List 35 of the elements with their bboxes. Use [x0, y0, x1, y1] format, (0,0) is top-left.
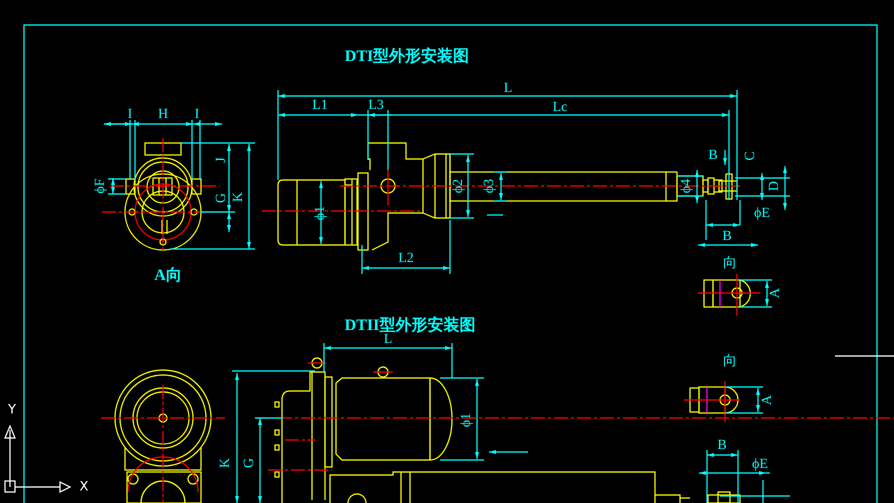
axis-label: Y [8, 404, 16, 416]
dimension-label: L3 [368, 99, 384, 113]
dimension-label: J [215, 157, 229, 163]
drawing-title: DTII型外形安装图 [344, 318, 476, 334]
dimension-label: K [232, 192, 246, 202]
dimension-label: ϕ1 [460, 412, 474, 428]
dimension-label: B [708, 149, 718, 163]
dimension-label: ϕE [752, 458, 768, 472]
dimension-label: I [128, 108, 132, 122]
dimension-label: ϕ4 [680, 178, 694, 194]
dimension-label: L2 [398, 252, 414, 266]
view-label: 向 [723, 257, 737, 271]
dimension-label: L [504, 82, 512, 96]
dimension-label: L [384, 333, 392, 347]
dimension-label: L1 [312, 99, 328, 113]
dimension-label: ϕ2 [452, 178, 466, 194]
dimension-label: ϕE [754, 207, 770, 221]
dimension-label: B [722, 230, 732, 244]
drawing-title: DTI型外形安装图 [344, 49, 470, 65]
axis-label: X [80, 480, 88, 494]
dimension-label: C [744, 151, 758, 161]
dimension-label: D [768, 180, 782, 192]
dimension-label: Lc [552, 101, 568, 115]
view-label: A向 [154, 268, 182, 284]
dimension-label: G [243, 458, 257, 468]
dimension-label: ϕF [94, 178, 108, 194]
dimension-label: B [717, 439, 727, 453]
dimension-label: A [769, 288, 783, 298]
view-label: 向 [723, 355, 737, 369]
dimension-label: H [158, 108, 168, 122]
dimension-label: A [761, 394, 775, 406]
dimension-label: ϕ3 [483, 178, 497, 194]
dimension-label: K [219, 458, 233, 468]
dimension-label: I [194, 108, 200, 122]
dimension-label: G [215, 192, 229, 204]
